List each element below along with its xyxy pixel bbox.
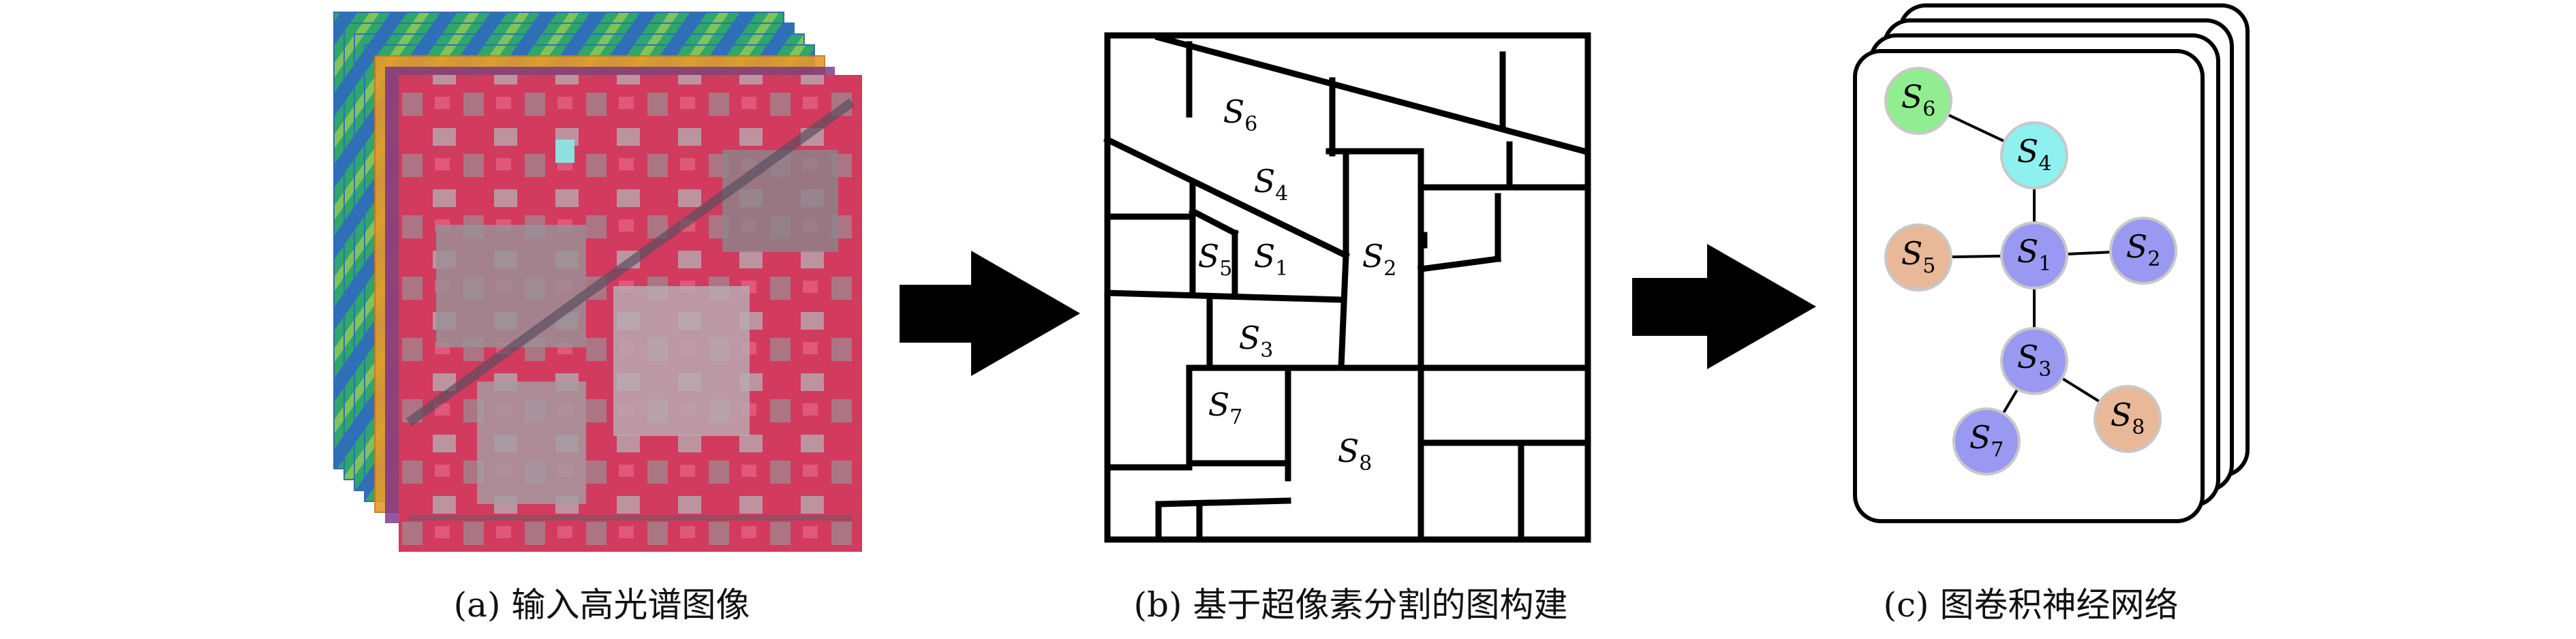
graph-node-s1 [2000,221,2068,290]
hsi-cube [333,12,862,552]
graph-node-s8 [2094,385,2162,453]
caption-c: (c) 图卷积神经网络 [1883,585,2179,625]
superpixel-label-s4: S4 [1254,163,1289,206]
graph-node-s3 [2000,327,2068,395]
graph-node-s6 [1884,67,1952,135]
superpixel-label-s3: S3 [1239,320,1274,362]
graph-node-s4 [2000,121,2068,189]
graph-node-label-s7: S7 [1969,419,2004,462]
superpixel-label-s2: S2 [1362,238,1397,281]
arrow-right-1 [900,251,1080,376]
graph-node-s7 [1952,407,2021,476]
graph-node-s5 [1884,223,1952,292]
graph-node-label-s5: S5 [1901,235,1936,278]
superpixel-label-s6: S6 [1223,93,1258,136]
superpixel-label-s7: S7 [1208,386,1243,429]
superpixel-label-s8: S8 [1338,433,1373,476]
graph-node-s2 [2109,217,2177,285]
graph-node-label-s8: S8 [2111,396,2145,439]
graph-node-label-s1: S1 [2017,233,2052,276]
graph-node-label-s2: S2 [2126,228,2161,271]
false-color-image [399,75,862,552]
caption-a: (a) 输入高光谱图像 [453,585,750,625]
superpixel-label-s1: S1 [1254,238,1289,281]
superpixel-segmentation [1103,32,1591,543]
caption-b: (b) 基于超像素分割的图构建 [1133,585,1568,625]
graph-node-label-s6: S6 [1901,78,1936,121]
graph-node-label-s4: S4 [2017,133,2052,176]
graph-node-label-s3: S3 [2017,339,2052,381]
arrow-right-2 [1632,244,1816,369]
superpixel-label-s5: S5 [1198,238,1233,281]
